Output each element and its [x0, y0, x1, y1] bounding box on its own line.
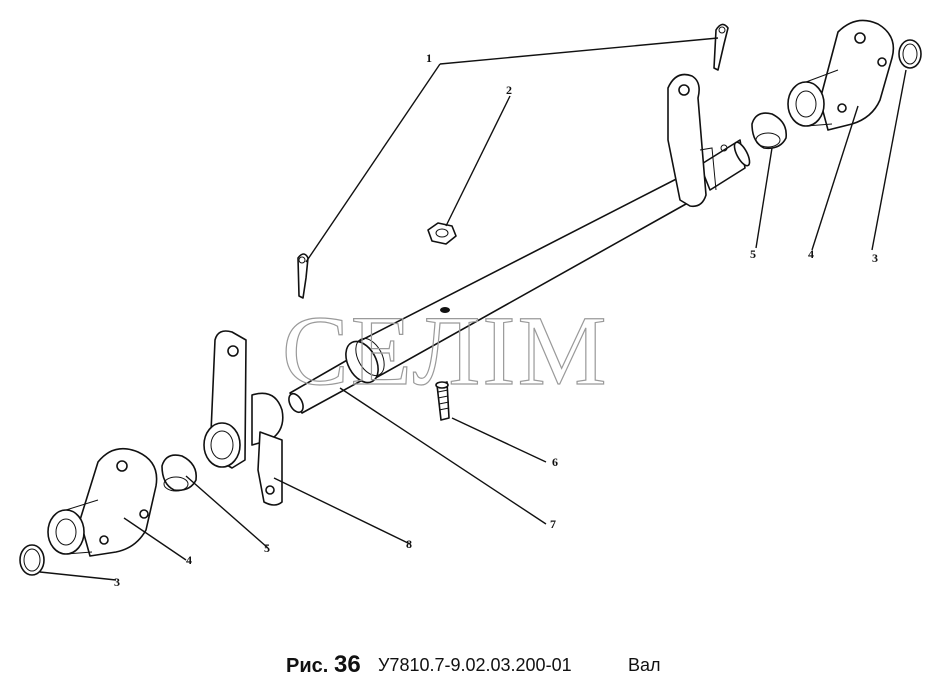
caption-prefix: Рис. — [286, 655, 328, 677]
screw-part-6 — [435, 381, 450, 421]
bushing-left-part-5 — [161, 454, 198, 492]
bushing-right-part-5 — [751, 112, 788, 150]
callout-7: 7 — [550, 517, 556, 531]
lever-part-8 — [203, 330, 284, 506]
cotter-pin-upper — [713, 23, 729, 71]
callout-8: 8 — [406, 537, 412, 551]
caption-code: У7810.7-9.02.03.200-01 — [378, 655, 572, 675]
nut-part-2 — [427, 222, 457, 245]
figure-caption: Рис. 36 У7810.7-9.02.03.200-01 Вал — [286, 651, 661, 678]
callout-3-right: 3 — [872, 251, 878, 265]
upper-lever — [667, 73, 728, 208]
caption-number: 36 — [334, 651, 361, 678]
leader-lines — [39, 37, 907, 581]
ring-left-part-3 — [19, 544, 45, 576]
shaft-hole — [440, 307, 450, 313]
watermark-text: СЕЛІМ — [282, 295, 609, 406]
cotter-pin-lower — [297, 253, 309, 299]
ring-right-part-3 — [898, 39, 922, 69]
callout-5-left: 5 — [264, 541, 270, 555]
callout-2: 2 — [506, 83, 512, 97]
callout-6: 6 — [552, 455, 558, 469]
caption-title: Вал — [628, 655, 661, 675]
bracket-left-part-4 — [47, 447, 158, 557]
callout-4-left: 4 — [186, 553, 192, 567]
callout-3-left: 3 — [114, 575, 120, 589]
callout-1: 1 — [426, 51, 432, 65]
bracket-right-part-4 — [787, 19, 895, 131]
shaft-part-7 — [288, 139, 751, 414]
callout-4-right: 4 — [808, 247, 814, 261]
callout-5-right: 5 — [750, 247, 756, 261]
